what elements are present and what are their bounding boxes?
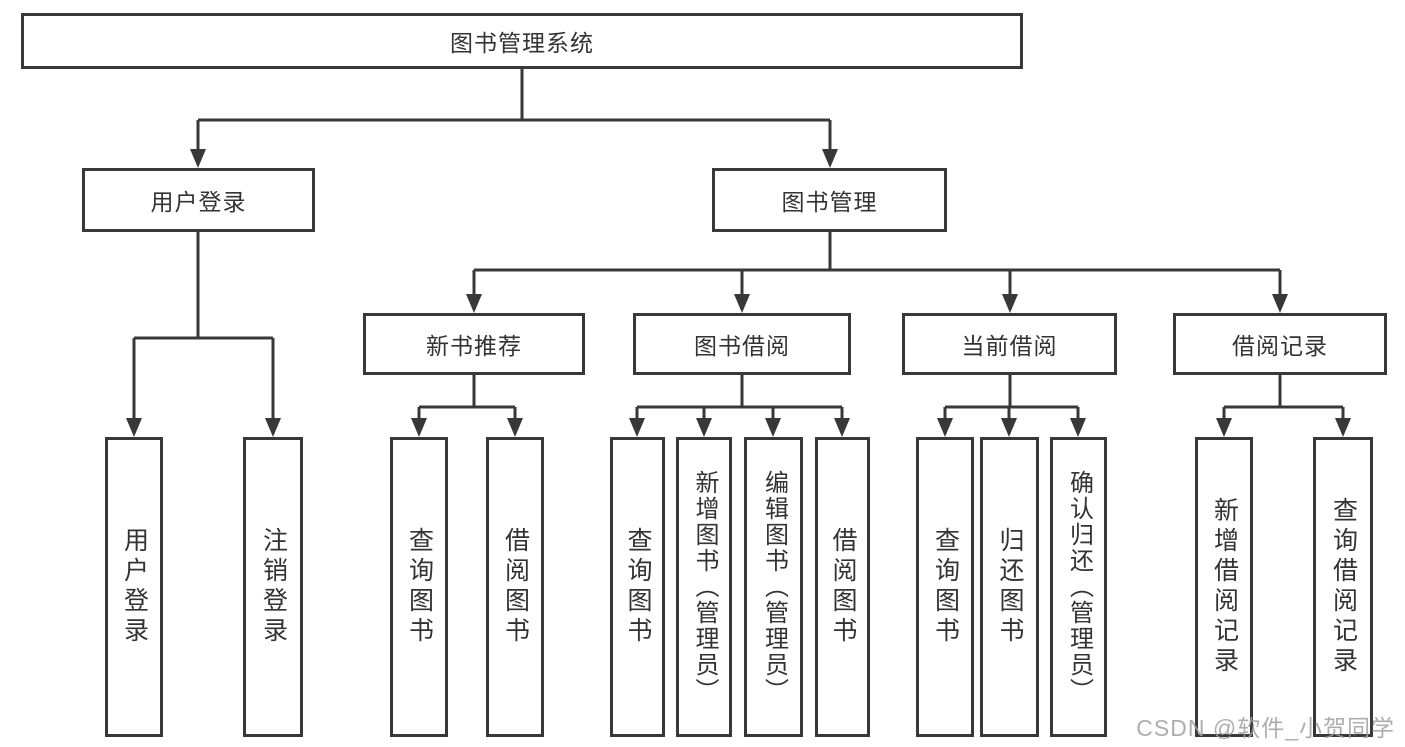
leaf-edit-books-admin: 编辑图书（管理员） [744, 437, 803, 737]
node-book-management: 图书管理 [712, 168, 947, 232]
leaf-borrow-books: 借阅图书 [815, 437, 870, 737]
node-book-borrow: 图书借阅 [633, 313, 851, 375]
leaf-borrow-books-recommend: 借阅图书 [486, 437, 544, 737]
node-current-borrow: 当前借阅 [902, 313, 1117, 375]
leaf-query-books-borrow: 查询图书 [610, 437, 665, 737]
node-user-login: 用户登录 [82, 168, 315, 232]
node-borrow-record: 借阅记录 [1173, 313, 1387, 375]
leaf-logout: 注销登录 [243, 437, 303, 737]
leaf-add-borrow-record: 新增借阅记录 [1195, 437, 1253, 737]
leaf-user-login: 用户登录 [105, 437, 163, 737]
leaf-add-books-admin: 新增图书（管理员） [676, 437, 732, 737]
node-root: 图书管理系统 [21, 13, 1023, 69]
watermark-text: CSDN @软件_小贺同学 [1136, 715, 1395, 741]
leaf-query-borrow-record: 查询借阅记录 [1313, 437, 1373, 737]
node-new-book-recommend: 新书推荐 [363, 313, 585, 375]
leaf-confirm-return-admin: 确认归还（管理员） [1050, 437, 1107, 737]
leaf-return-books: 归还图书 [980, 437, 1039, 737]
leaf-query-books-recommend: 查询图书 [390, 437, 448, 737]
leaf-query-books-current: 查询图书 [916, 437, 974, 737]
